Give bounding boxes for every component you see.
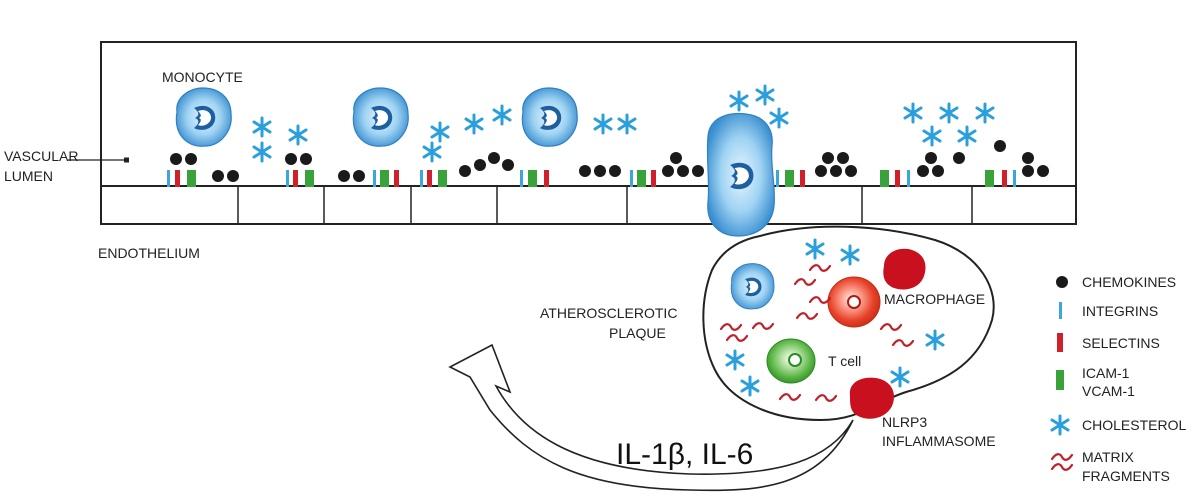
vessel-lumen-frame <box>100 41 1077 225</box>
legend-selectin-swatch <box>1057 333 1063 352</box>
monocyte-cell <box>522 88 577 146</box>
plaque-label-line2: PLAQUE <box>609 325 666 341</box>
legend-selectins: SELECTINS <box>1082 335 1160 351</box>
monocyte-cell <box>176 88 231 146</box>
plaque-monocyte <box>731 264 774 309</box>
tcell-cell <box>766 338 816 384</box>
nlrp3-label-line2: INFLAMMASOME <box>882 433 996 449</box>
adhesion-molecules <box>167 170 1016 187</box>
transmigrating-monocyte <box>706 112 776 237</box>
plaque-label-line1: ATHEROSCLEROTIC <box>540 305 677 321</box>
vascular-label-line2: LUMEN <box>4 168 53 184</box>
legend-icam-line2: VCAM-1 <box>1082 383 1135 399</box>
legend-icam-line1: ICAM-1 <box>1082 365 1130 381</box>
legend-icam-swatch <box>1056 370 1064 390</box>
legend-cholesterol-swatch <box>1050 414 1070 436</box>
lumen-chemokines <box>170 140 1049 182</box>
nlrp3-inflammasome <box>849 377 895 419</box>
macrophage-cell <box>827 276 881 328</box>
legend: CHEMOKINES INTEGRINS SELECTINS ICAM-1 VC… <box>1050 274 1186 484</box>
monocyte-label: MONOCYTE <box>162 69 243 85</box>
endothelial-cell-borders <box>237 186 973 224</box>
monocyte-cell <box>353 88 408 146</box>
macrophage-label: MACROPHAGE <box>884 291 985 307</box>
legend-matrix-line2: FRAGMENTS <box>1082 468 1170 484</box>
legend-integrins: INTEGRINS <box>1082 303 1158 319</box>
vascular-label-line1: VASCULAR <box>4 148 78 164</box>
tcell-label: T cell <box>828 353 861 369</box>
legend-chemokine-swatch <box>1056 276 1068 288</box>
legend-chemokines: CHEMOKINES <box>1082 274 1176 290</box>
endothelium-label: ENDOTHELIUM <box>98 245 200 261</box>
nlrp3-label-line1: NLRP3 <box>882 414 927 430</box>
legend-integrin-swatch <box>1059 302 1062 319</box>
vascular-lumen-pointer-end <box>124 157 129 163</box>
legend-matrix-swatch <box>1050 453 1074 471</box>
legend-matrix-line1: MATRIX <box>1082 449 1135 465</box>
legend-cholesterol: CHOLESTEROL <box>1082 417 1186 433</box>
cytokines-label: IL-1β, IL-6 <box>616 438 753 471</box>
feedback-arrow <box>448 343 854 492</box>
macrophage-blob <box>883 248 926 290</box>
